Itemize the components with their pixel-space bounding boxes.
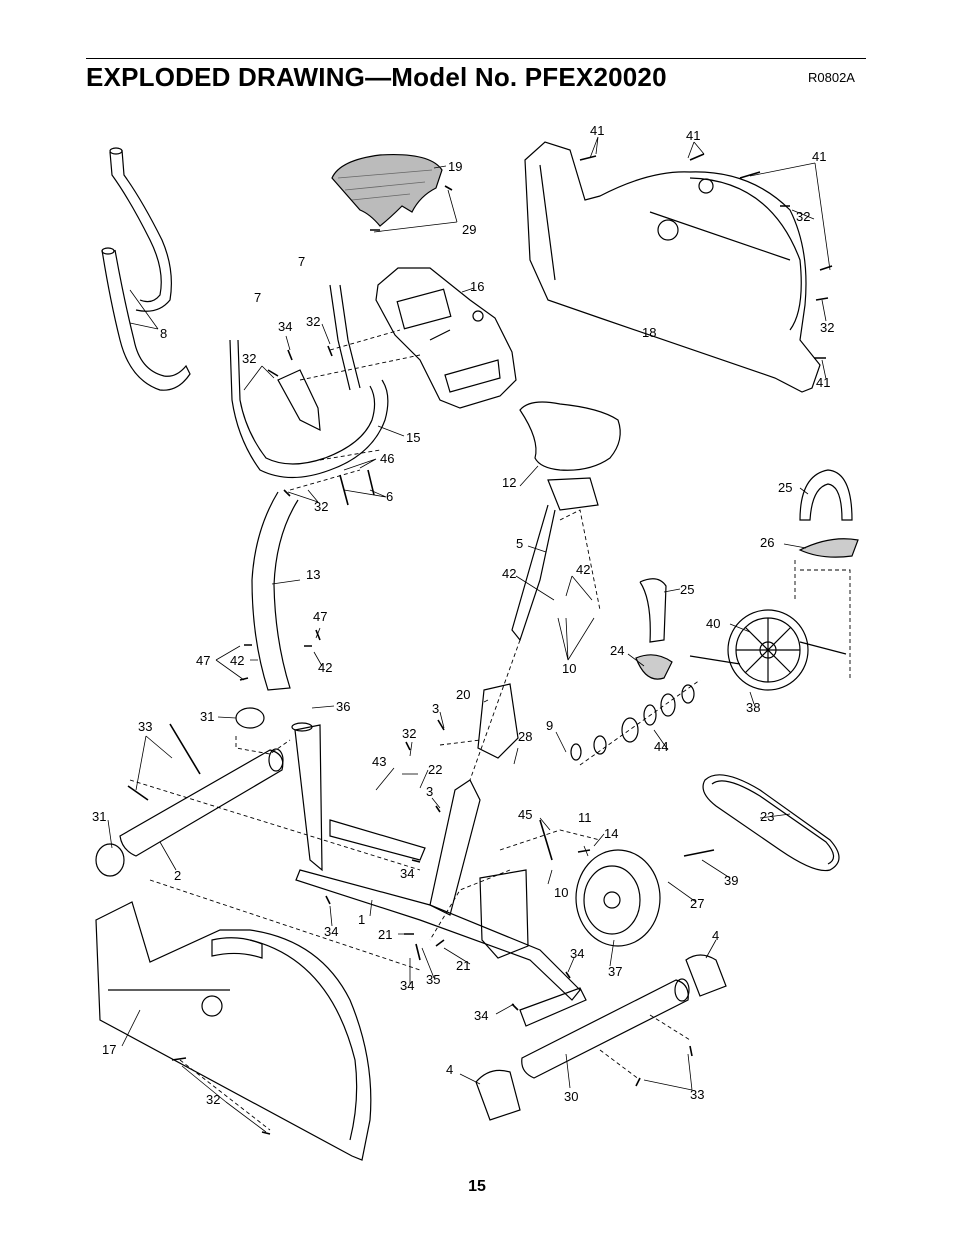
callout-33: 33: [138, 719, 152, 734]
callout-19: 19: [448, 159, 462, 174]
callout-31: 31: [200, 709, 214, 724]
callout-35: 35: [426, 972, 440, 987]
part-15-upper-frame: [229, 284, 389, 479]
callout-41: 41: [590, 123, 604, 138]
page-number: 15: [468, 1178, 486, 1195]
callout-34: 34: [400, 866, 414, 881]
callout-9: 9: [546, 718, 553, 733]
callout-32: 32: [306, 314, 320, 329]
callout-labels: 41 41 41 41 19 29 32 32 7 16 7 8 34 32 1…: [92, 123, 834, 1107]
callout-20: 20: [456, 687, 470, 702]
callout-10: 10: [562, 661, 576, 676]
callout-34: 34: [570, 946, 584, 961]
callout-10: 10: [554, 885, 568, 900]
callout-4: 4: [712, 928, 719, 943]
callout-7: 7: [298, 254, 305, 269]
callout-38: 38: [746, 700, 760, 715]
assembly-lines: [129, 329, 851, 1131]
callout-13: 13: [306, 567, 320, 582]
callout-32: 32: [314, 499, 328, 514]
callout-40: 40: [706, 616, 720, 631]
leader-lines: [107, 136, 831, 1133]
callout-24: 24: [610, 643, 624, 658]
callout-34: 34: [278, 319, 292, 334]
callout-47: 47: [196, 653, 210, 668]
callout-41: 41: [812, 149, 826, 164]
part-30-rear-stabilizer: [475, 954, 727, 1121]
callout-18: 18: [642, 325, 656, 340]
header-rule: [86, 58, 866, 59]
callout-42: 42: [576, 562, 590, 577]
callout-16: 16: [470, 279, 484, 294]
part-44-bearings: [570, 684, 695, 761]
callout-17: 17: [102, 1042, 116, 1057]
callout-29: 29: [462, 222, 476, 237]
callout-1: 1: [358, 912, 365, 927]
drawing-code: R0802A: [808, 70, 855, 85]
callout-34: 34: [400, 978, 414, 993]
callout-2: 2: [174, 868, 181, 883]
part-37-flywheel: [575, 849, 661, 947]
part-23-belt: [702, 774, 840, 872]
callout-32: 32: [242, 351, 256, 366]
callout-32: 32: [206, 1092, 220, 1107]
callout-32: 32: [820, 320, 834, 335]
callout-32: 32: [796, 209, 810, 224]
callout-42: 42: [318, 660, 332, 675]
part-1-main-frame: [291, 722, 587, 1027]
callout-41: 41: [816, 375, 830, 390]
part-25-26-pedal-straps: [635, 469, 859, 680]
callout-12: 12: [502, 475, 516, 490]
callout-27: 27: [690, 896, 704, 911]
callout-31: 31: [92, 809, 106, 824]
callout-39: 39: [724, 873, 738, 888]
callout-36: 36: [336, 699, 350, 714]
callout-33: 33: [690, 1087, 704, 1102]
callout-34: 34: [474, 1008, 488, 1023]
part-17-left-shield: [95, 901, 372, 1161]
part-13-upright: [251, 491, 299, 691]
callout-25: 25: [680, 582, 694, 597]
callout-46: 46: [380, 451, 394, 466]
callout-7: 7: [254, 290, 261, 305]
callout-22: 22: [428, 762, 442, 777]
callout-44: 44: [654, 739, 668, 754]
part-18-right-shield: [524, 141, 821, 393]
part-19-hood: [331, 153, 443, 227]
callout-42: 42: [230, 653, 244, 668]
part-2-front-stabilizer: [95, 707, 284, 877]
part-12-seat: [511, 401, 621, 642]
part-40-pulley: [689, 609, 847, 691]
callout-21: 21: [456, 958, 470, 973]
callout-14: 14: [604, 826, 618, 841]
callout-28: 28: [518, 729, 532, 744]
part-16-console: [375, 267, 517, 409]
callout-37: 37: [608, 964, 622, 979]
callout-21: 21: [378, 927, 392, 942]
callout-45: 45: [518, 807, 532, 822]
callout-3: 3: [432, 701, 439, 716]
callout-47: 47: [313, 609, 327, 624]
callout-6: 6: [386, 489, 393, 504]
callout-42: 42: [502, 566, 516, 581]
callout-25: 25: [778, 480, 792, 495]
page-title: EXPLODED DRAWING—Model No. PFEX20020: [86, 62, 667, 92]
part-8-handlebars: [101, 147, 191, 391]
part-20-housing: [477, 683, 519, 759]
callout-34: 34: [324, 924, 338, 939]
callout-30: 30: [564, 1089, 578, 1104]
callout-32: 32: [402, 726, 416, 741]
callout-41: 41: [686, 128, 700, 143]
callout-8: 8: [160, 326, 167, 341]
hardware-marks: [127, 153, 833, 1135]
callout-23: 23: [760, 809, 774, 824]
callout-4: 4: [446, 1062, 453, 1077]
callout-11: 11: [578, 810, 592, 825]
callout-15: 15: [406, 430, 420, 445]
callout-3: 3: [426, 784, 433, 799]
callout-26: 26: [760, 535, 774, 550]
callout-5: 5: [516, 536, 523, 551]
callout-43: 43: [372, 754, 386, 769]
